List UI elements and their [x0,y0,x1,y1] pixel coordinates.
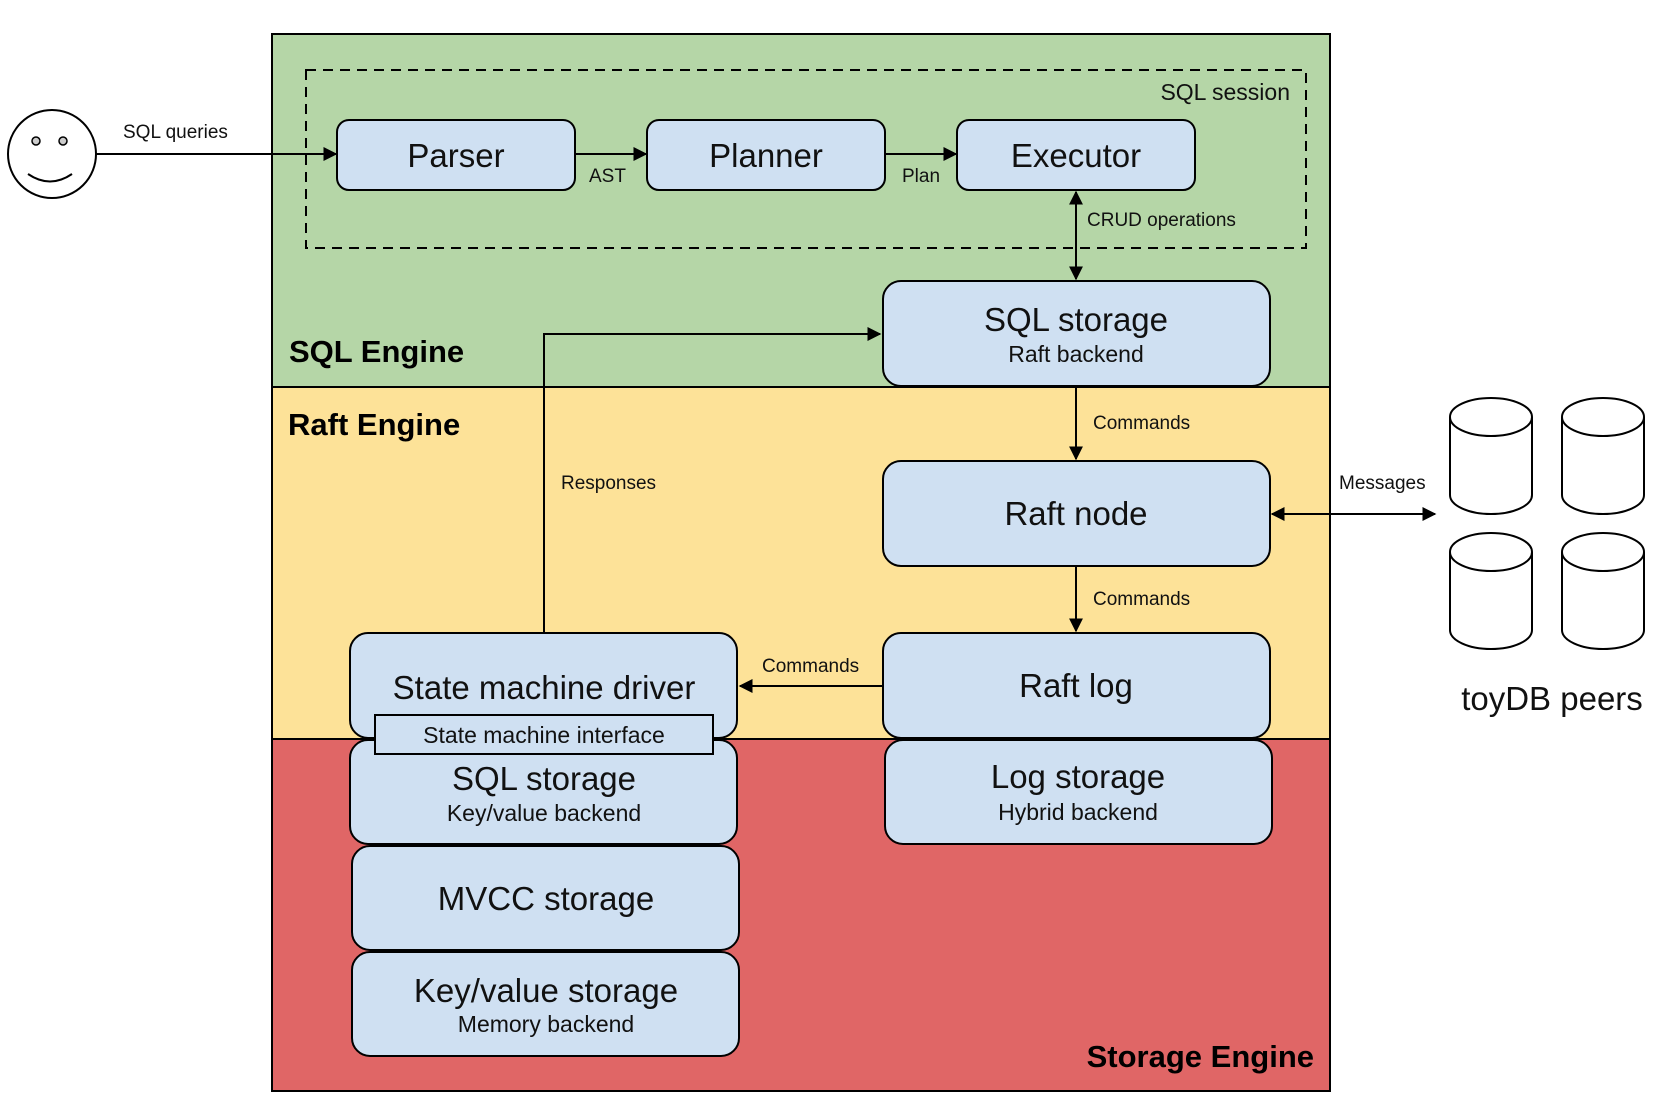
sql-storage-raft-box [882,280,1271,387]
log-storage-subtitle: Hybrid backend [998,799,1158,825]
sql-session-label: SQL session [1160,79,1290,105]
log-storage-title: Log storage [991,758,1165,795]
storage-engine-label: Storage Engine [1087,1039,1314,1074]
crud-label: CRUD operations [1087,210,1236,231]
sql-storage-raft-subtitle: Raft backend [1008,341,1144,367]
user-icon [7,109,97,199]
toydb-peers-group [1449,397,1645,650]
mvcc-storage-label: MVCC storage [438,880,654,917]
kv-storage-title: Key/value storage [414,972,678,1009]
parser-label: Parser [407,137,504,174]
sql-engine-label: SQL Engine [289,334,464,369]
raft-log-label: Raft log [1019,667,1133,704]
ast-label: AST [589,166,626,187]
database-cylinder-icon [1561,397,1645,515]
log-storage-box [884,739,1273,845]
sql-storage-kv-title: SQL storage [452,760,636,797]
commands-label-3: Commands [762,656,859,677]
plan-label: Plan [902,166,940,187]
raft-node-label: Raft node [1004,495,1147,532]
sql-storage-raft-title: SQL storage [984,301,1168,338]
sql-storage-kv-subtitle: Key/value backend [447,800,641,826]
commands-label-1: Commands [1093,413,1190,434]
commands-label-2: Commands [1093,589,1190,610]
responses-label: Responses [561,473,656,494]
database-cylinder-icon [1449,397,1533,515]
mvcc-storage-box [351,845,740,951]
planner-label: Planner [709,137,823,174]
state-machine-interface-box [374,714,714,755]
toydb-peers-label: toyDB peers [1461,680,1643,717]
kv-storage-box [351,951,740,1057]
state-machine-driver-label: State machine driver [393,669,696,706]
kv-storage-subtitle: Memory backend [458,1011,634,1037]
executor-label: Executor [1011,137,1141,174]
responses-edge [543,327,882,633]
state-machine-interface-label: State machine interface [423,722,665,748]
sql-queries-label: SQL queries [123,122,228,143]
raft-engine-label: Raft Engine [288,407,460,442]
database-cylinder-icon [1561,532,1645,650]
messages-label: Messages [1339,473,1426,494]
database-cylinder-icon [1449,532,1533,650]
sql-session-boundary [305,69,1307,249]
